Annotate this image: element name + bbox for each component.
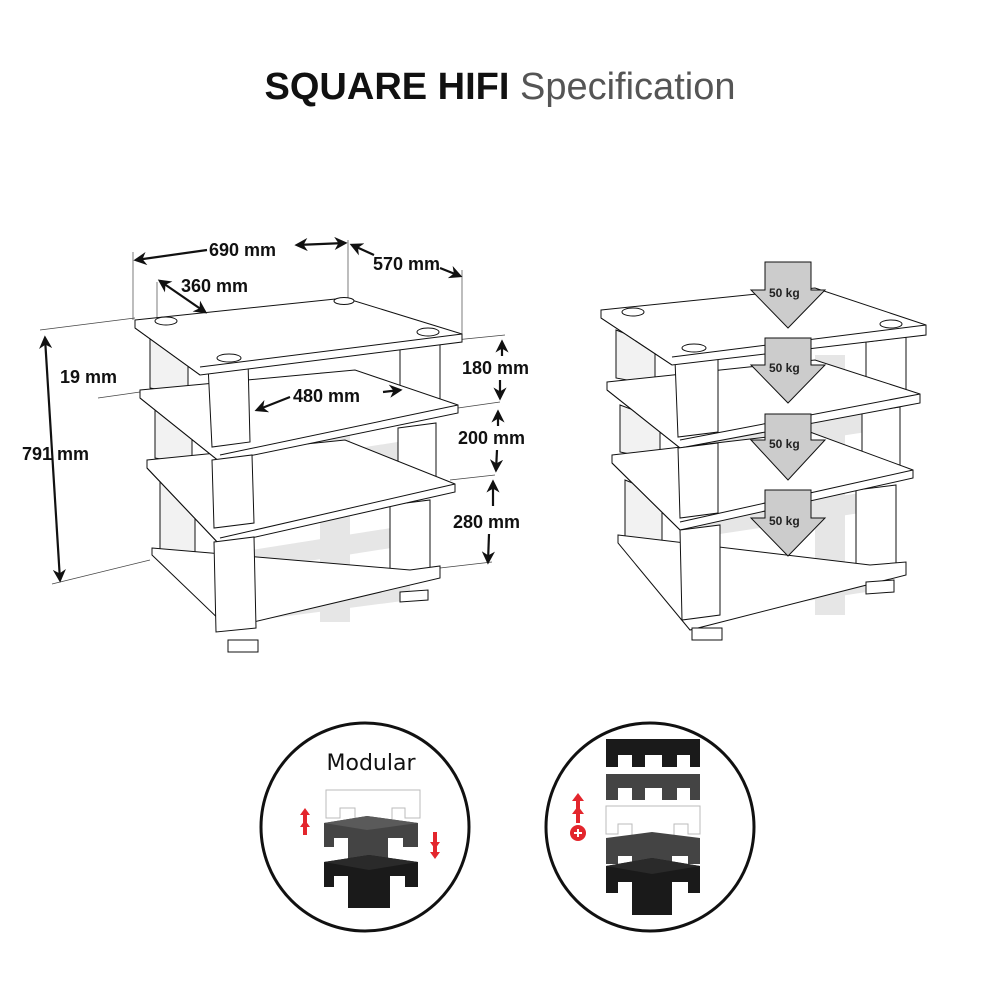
shelf-gap-2-label: 200 mm	[458, 428, 525, 448]
load-label-shelf-4: 50 kg	[769, 514, 800, 528]
move-down-icon	[430, 832, 440, 859]
width-label: 690 mm	[209, 240, 276, 260]
modular-feature-badge: Modular	[259, 721, 471, 933]
pillar-spacing-label: 360 mm	[181, 276, 248, 296]
load-label-shelf-1: 50 kg	[769, 286, 800, 300]
inner-width-label: 480 mm	[293, 386, 360, 406]
title-subtitle: Specification	[520, 66, 736, 108]
shelf-gap-1-label: 180 mm	[462, 358, 529, 378]
add-module-icon	[570, 793, 586, 841]
move-up-icon	[300, 808, 310, 835]
brand-name: SQUARE HIFI	[264, 66, 510, 108]
shelf-thickness-label: 19 mm	[60, 367, 117, 387]
page-title: SQUARE HIFI Specification	[0, 62, 1000, 112]
load-rack-illustration: 50 kg 50 kg 50 kg 50 kg	[600, 261, 927, 641]
depth-label: 570 mm	[373, 254, 440, 274]
modular-label: Modular	[327, 751, 417, 776]
load-label-shelf-2: 50 kg	[769, 361, 800, 375]
dimension-rack-illustration: 690 mm 570 mm 360 mm 19 mm 480 mm 791 mm…	[22, 236, 529, 653]
total-height-label: 791 mm	[22, 444, 89, 464]
load-label-shelf-3: 50 kg	[769, 437, 800, 451]
expandable-feature-badge	[544, 721, 756, 933]
shelf-gap-3-label: 280 mm	[453, 512, 520, 532]
